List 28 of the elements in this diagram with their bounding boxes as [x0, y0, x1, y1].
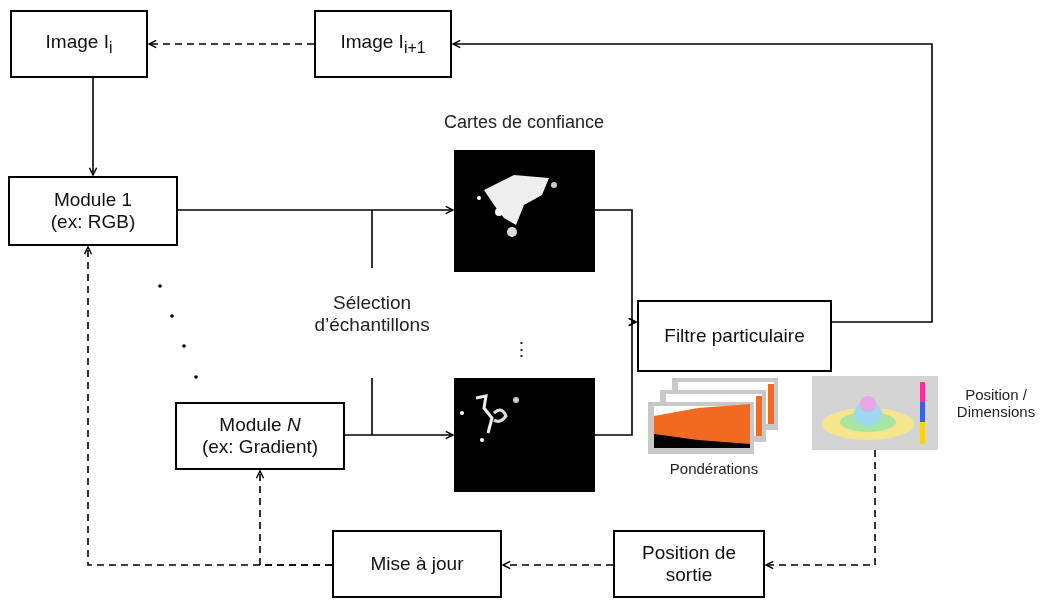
arrow [344, 430, 454, 440]
arrow [148, 39, 315, 49]
arrow [502, 560, 614, 570]
arrow [765, 449, 876, 570]
process-box [332, 530, 502, 598]
caption-text: Position / Dimensions [955, 386, 1037, 420]
process-box [10, 10, 148, 78]
process-box [637, 300, 832, 372]
box-label: Mise à jour [370, 553, 464, 575]
box-label: Module N (ex: Gradient) [201, 414, 319, 458]
box-label: Filtre particulaire [664, 325, 805, 347]
process-box [314, 10, 452, 78]
arrow [594, 317, 637, 436]
annotation-text: Sélection d’échantillons [314, 292, 430, 336]
caption-text: Pondérations [668, 460, 760, 477]
box-label: Image I$_{i}$ [45, 31, 113, 57]
caption-text: Cartes de confiance [442, 112, 606, 133]
ellipsis-text: ⋮ [511, 338, 531, 361]
arrow [255, 470, 333, 566]
box-label: Module 1 (ex: RGB) [50, 189, 136, 233]
box-label: Position de sortie [642, 542, 736, 586]
arrow [88, 77, 98, 176]
box-label: Image I$_{i+1}$ [340, 31, 426, 57]
process-box [613, 530, 765, 598]
arrow [177, 205, 454, 215]
process-box [175, 402, 345, 470]
arrow [452, 39, 933, 323]
process-box [8, 176, 178, 246]
